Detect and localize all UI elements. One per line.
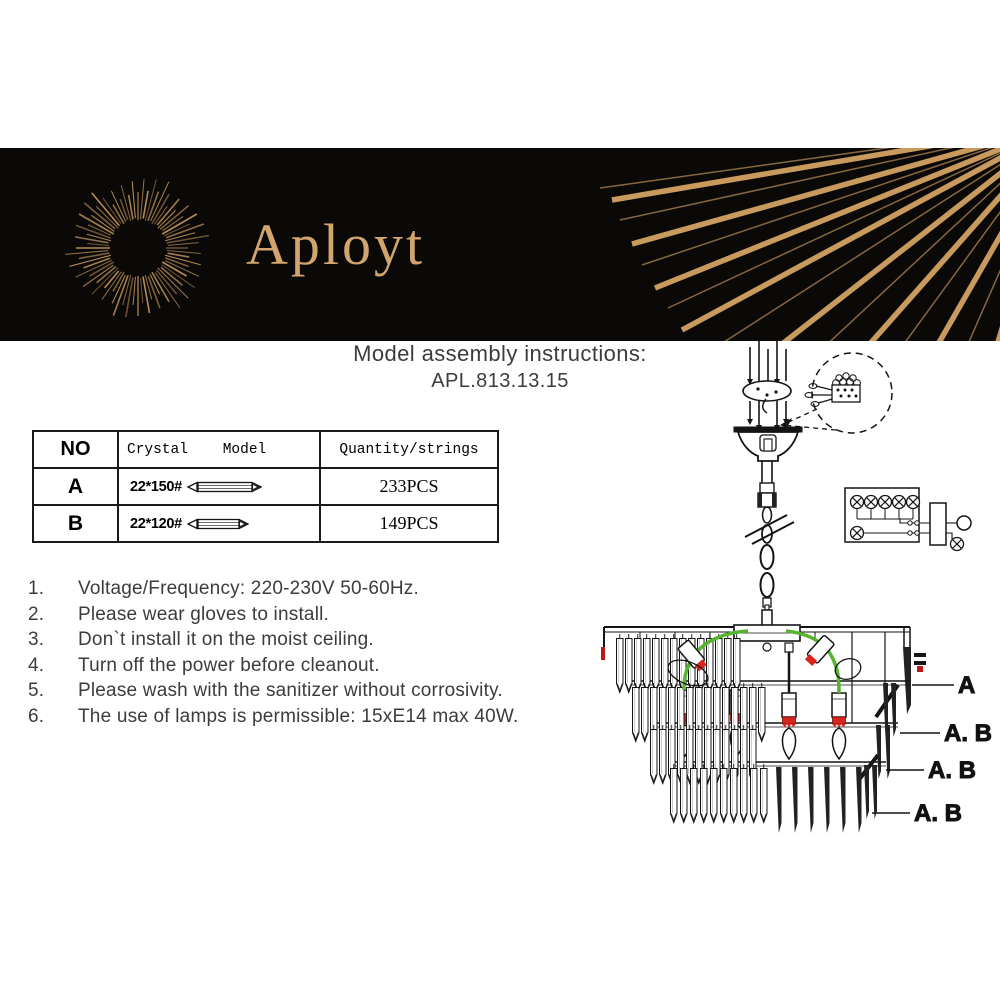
row-a-no: A xyxy=(32,467,119,506)
instruction-item: 4. Turn off the power before cleanout. xyxy=(28,653,603,679)
table-row: B 22*120# 149PCS xyxy=(32,504,499,543)
instruction-number: 4. xyxy=(28,654,45,676)
ceiling-plate xyxy=(742,341,792,431)
instruction-number: 3. xyxy=(28,629,45,650)
terminal-block xyxy=(804,372,861,407)
instruction-item: 2. Please wear gloves to install. xyxy=(28,602,603,628)
tier-label-a: A xyxy=(958,672,975,699)
row-b-model: 22*120# xyxy=(117,504,321,543)
instruction-text: The use of lamps is permissible: 15xE14 … xyxy=(78,705,519,727)
lamp-socket xyxy=(804,634,835,666)
instruction-item: 1. Voltage/Frequency: 220-230V 50-60Hz. xyxy=(28,576,603,602)
tier-label-ab: A. B xyxy=(914,800,962,827)
page-title: Model assembly instructions: xyxy=(353,341,647,366)
tier-label-ab: A. B xyxy=(928,757,976,784)
tier-labels: A A. B A. B A. B xyxy=(872,672,993,828)
candle-bulb xyxy=(831,692,847,760)
instruction-number: 2. xyxy=(28,603,45,625)
crystal-spec-table: NO Crystal Model Quantity/strings A 22*1… xyxy=(32,430,499,543)
row-a-model: 22*150# xyxy=(117,467,321,506)
candle-bulb xyxy=(781,692,797,760)
instruction-text: Please wash with the sanitizer without c… xyxy=(78,680,503,701)
col-header-no: NO xyxy=(32,430,119,469)
row-b-size: 22*120# xyxy=(130,515,182,532)
lamp-socket xyxy=(677,639,707,672)
col-header-qty: Quantity/strings xyxy=(319,430,499,469)
instruction-item: 3. Don`t install it on the moist ceiling… xyxy=(28,627,603,653)
instruction-list: 1. Voltage/Frequency: 220-230V 50-60Hz. … xyxy=(28,576,603,729)
row-a-size: 22*150# xyxy=(130,478,182,495)
brand-name: Aployt xyxy=(246,212,426,277)
assembly-diagram: A A. B A. B A. B xyxy=(601,341,993,833)
instruction-number: 1. xyxy=(28,578,45,599)
gold-rays-decoration xyxy=(599,148,1000,341)
crystal-tier-1 xyxy=(616,633,741,693)
hanging-chain xyxy=(744,461,795,627)
row-b-qty: 149PCS xyxy=(319,504,499,543)
instruction-item: 5. Please wash with the sanitizer withou… xyxy=(28,678,603,704)
col-header-model: Crystal Model xyxy=(117,430,321,469)
title-block: Model assembly instructions: APL.813.13.… xyxy=(0,341,1000,393)
instruction-text: Voltage/Frequency: 220-230V 50-60Hz. xyxy=(78,578,419,599)
table-header-row: NO Crystal Model Quantity/strings xyxy=(32,430,499,469)
instruction-number: 6. xyxy=(28,705,45,727)
table-row: A 22*150# 233PCS xyxy=(32,467,499,506)
terminal-detail-circle xyxy=(780,352,893,434)
instruction-text: Turn off the power before cleanout. xyxy=(78,654,380,676)
wiring-schematic xyxy=(844,487,972,552)
instruction-number: 5. xyxy=(28,680,45,701)
crystal-a-icon xyxy=(186,480,262,493)
row-a-qty: 233PCS xyxy=(319,467,499,506)
instruction-text: Don`t install it on the moist ceiling. xyxy=(78,629,374,650)
instruction-text: Please wear gloves to install. xyxy=(78,603,330,625)
tier-label-ab: A. B xyxy=(944,720,992,747)
model-code: APL.813.13.15 xyxy=(431,370,569,392)
brand-banner: Aployt xyxy=(0,148,1000,341)
canopy xyxy=(733,426,803,462)
sunburst-logo-icon xyxy=(65,179,210,318)
row-b-no: B xyxy=(32,504,119,543)
wiring xyxy=(667,629,862,694)
instruction-item: 6. The use of lamps is permissible: 15xE… xyxy=(28,704,603,730)
bulb-stem xyxy=(784,642,794,693)
crystal-b-icon xyxy=(186,517,249,530)
